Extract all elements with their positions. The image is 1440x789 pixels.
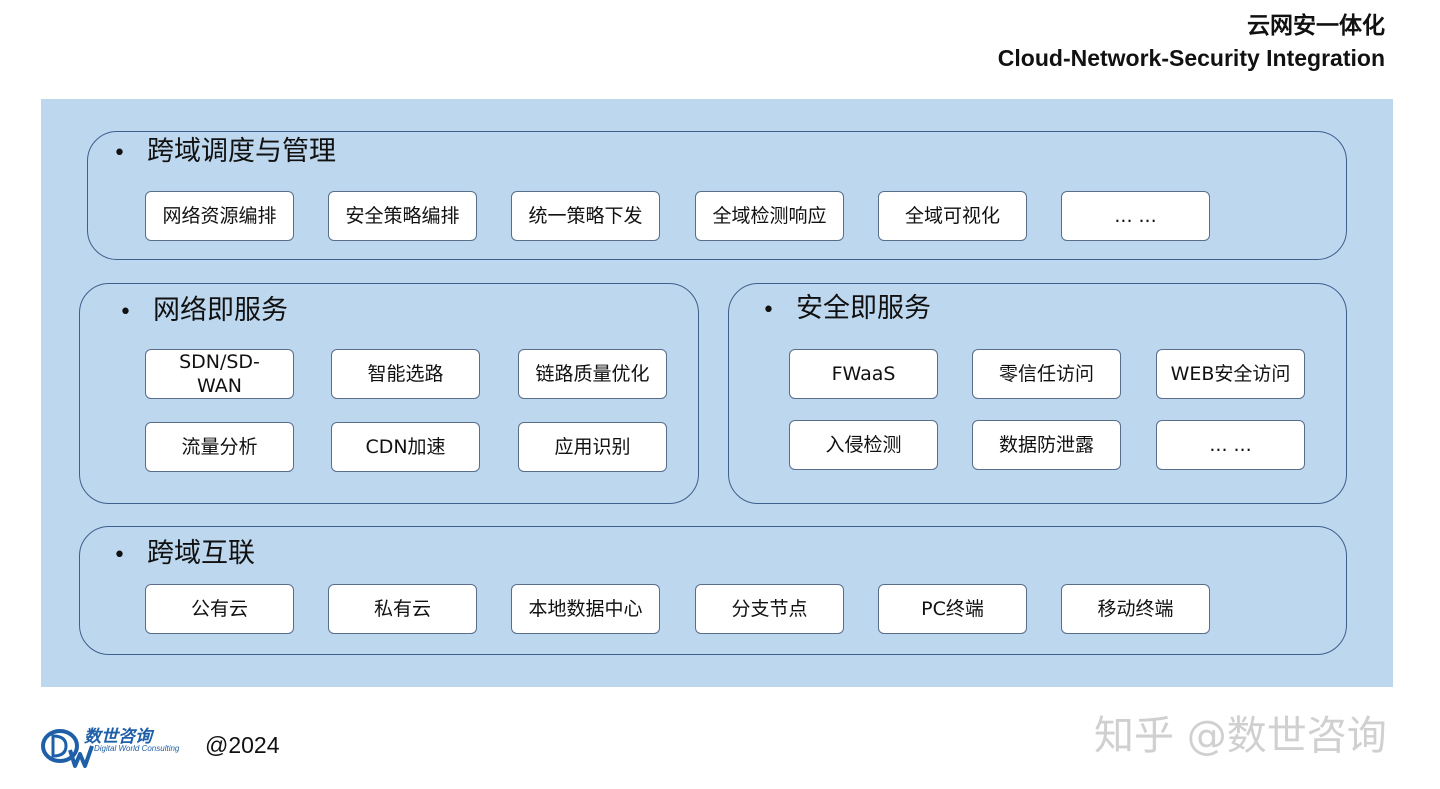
- logo-english-text: Digital World Consulting: [94, 744, 180, 753]
- item-naas-4: CDN加速: [331, 422, 480, 472]
- item-interconnect-4: PC终端: [878, 584, 1027, 634]
- watermark: 知乎 @数世咨询: [1094, 713, 1387, 759]
- group-security-as-service-title: •安全即服务: [762, 292, 931, 328]
- item-secaas-3: 入侵检测: [789, 420, 938, 470]
- item-interconnect-0: 公有云: [145, 584, 294, 634]
- logo-chinese-text: 数世咨询: [84, 727, 152, 747]
- item-orchestration-1: 安全策略编排: [328, 191, 477, 241]
- bullet-icon: •: [762, 298, 775, 323]
- item-orchestration-0: 网络资源编排: [145, 191, 294, 241]
- copyright-year: @2024: [205, 732, 280, 758]
- item-orchestration-5: ... ...: [1061, 191, 1210, 241]
- item-naas-2: 链路质量优化: [518, 349, 667, 399]
- group-security-as-service: [728, 283, 1347, 504]
- dw-logo-icon: [41, 729, 94, 768]
- title-chinese: 云网安一体化: [1247, 13, 1385, 39]
- item-interconnect-5: 移动终端: [1061, 584, 1210, 634]
- group-network-as-service: [79, 283, 699, 504]
- item-naas-0: SDN/SD- WAN: [145, 349, 294, 399]
- header-title-block: 云网安一体化 Cloud-Network-Security Integratio…: [998, 10, 1385, 74]
- title-english: Cloud-Network-Security Integration: [997, 45, 1385, 71]
- bullet-icon: •: [119, 300, 132, 325]
- group-interconnect: [79, 526, 1347, 655]
- item-orchestration-2: 统一策略下发: [511, 191, 660, 241]
- item-orchestration-3: 全域检测响应: [695, 191, 844, 241]
- bullet-icon: •: [113, 543, 126, 568]
- item-secaas-1: 零信任访问: [972, 349, 1121, 399]
- item-interconnect-2: 本地数据中心: [511, 584, 660, 634]
- group-orchestration-title: •跨域调度与管理: [113, 135, 336, 171]
- group-orchestration: [87, 131, 1347, 260]
- item-naas-5: 应用识别: [518, 422, 667, 472]
- item-naas-1: 智能选路: [331, 349, 480, 399]
- item-interconnect-3: 分支节点: [695, 584, 844, 634]
- item-interconnect-1: 私有云: [328, 584, 477, 634]
- item-secaas-2: WEB安全访问: [1156, 349, 1305, 399]
- item-secaas-0: FWaaS: [789, 349, 938, 399]
- item-naas-3: 流量分析: [145, 422, 294, 472]
- item-secaas-4: 数据防泄露: [972, 420, 1121, 470]
- item-orchestration-4: 全域可视化: [878, 191, 1027, 241]
- group-network-as-service-title: •网络即服务: [119, 294, 288, 330]
- item-secaas-5: ... ...: [1156, 420, 1305, 470]
- group-interconnect-title: •跨域互联: [113, 537, 255, 573]
- bullet-icon: •: [113, 141, 126, 166]
- company-logo: 数世咨询 Digital World Consulting: [40, 722, 179, 770]
